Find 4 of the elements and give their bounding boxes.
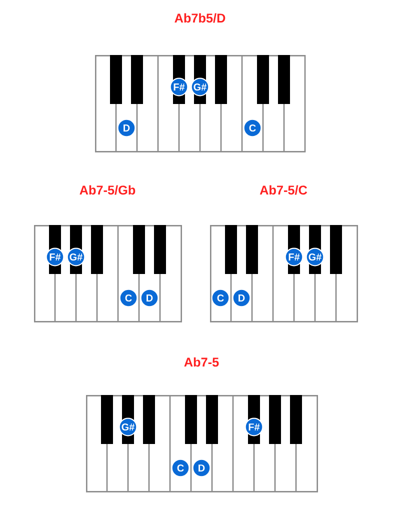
- chord-title: Ab7-5/Gb: [80, 185, 136, 195]
- chord-title: Ab7-5: [184, 357, 219, 367]
- chord-title: Ab7b5/D: [174, 13, 226, 23]
- chord-title: Ab7-5/C: [260, 185, 308, 195]
